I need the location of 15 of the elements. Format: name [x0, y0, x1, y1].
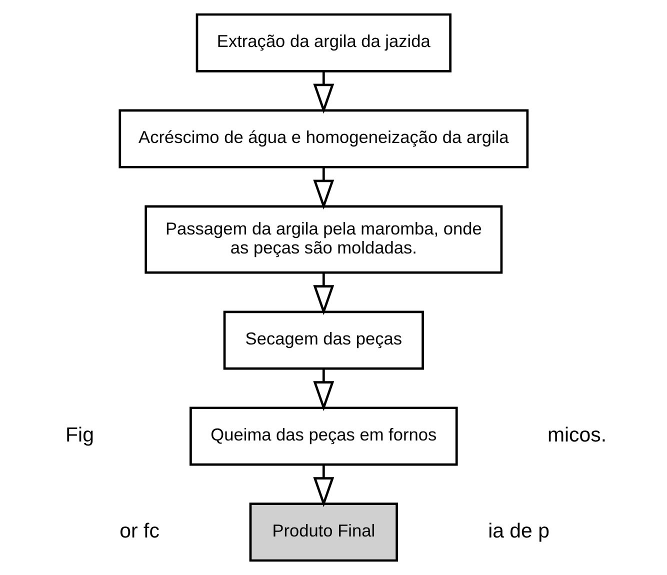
node-box: Acréscimo de água e homogeneização da argila: [118, 109, 529, 168]
node-box: Queima das peças em fornos: [190, 406, 458, 466]
label: micos.: [547, 424, 607, 447]
node-box: Passagem da argila pela maromba, onde as peças são moldadas.: [144, 205, 503, 274]
label: Fig: [66, 424, 94, 447]
arrow: [313, 71, 334, 114]
label: or fc: [120, 520, 160, 543]
arrow: [313, 368, 334, 412]
arrow: [313, 273, 334, 316]
arrow: [313, 168, 334, 210]
node-box: Secagem das peças: [223, 310, 424, 370]
label: ia de p: [488, 520, 550, 543]
node-box: Produto Final: [249, 502, 398, 562]
arrow: [313, 464, 334, 508]
node-box: Extração da argila da jazida: [196, 13, 452, 72]
